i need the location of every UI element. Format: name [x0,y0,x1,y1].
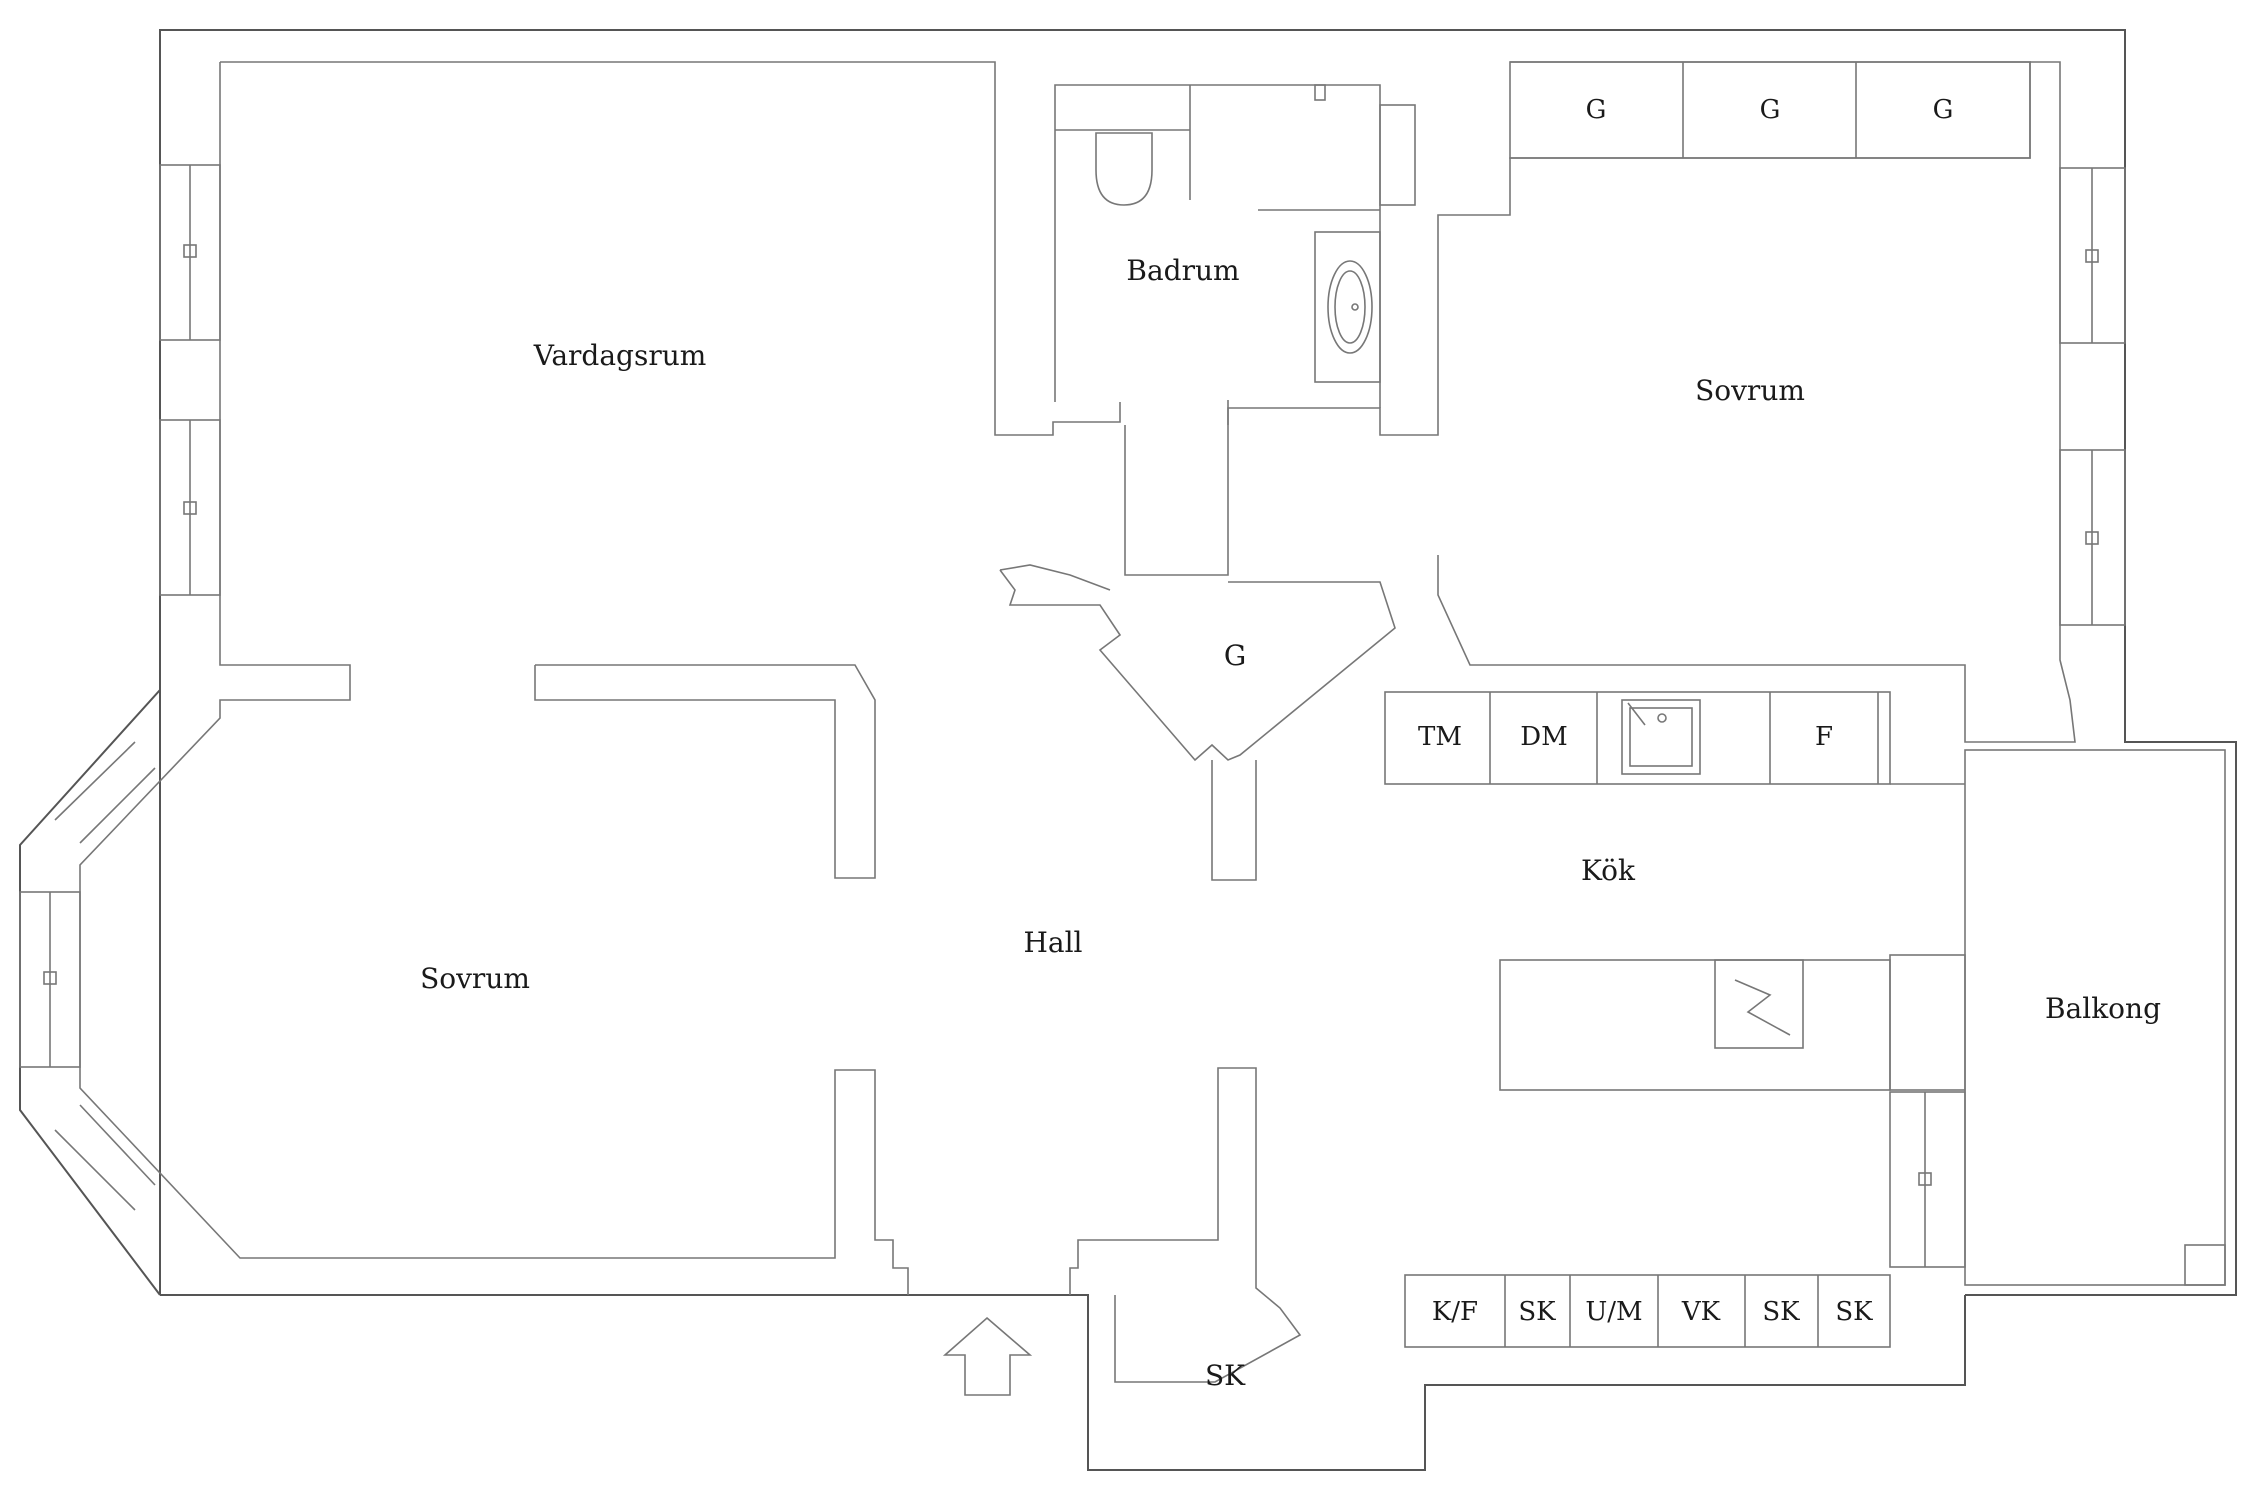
label-cabinet-sk: SK [1762,1297,1800,1327]
label-wardrobe: G [1760,95,1781,125]
shower-fixture-icon [1314,84,1326,101]
label-counter-tm: TM [1418,722,1462,752]
center-closet [999,564,1396,881]
label-cabinet-vk: VK [1681,1297,1721,1327]
windows-right [1889,167,2126,1268]
label-cabinet-sk: SK [1518,1297,1556,1327]
entrance-arrow-icon [942,1316,1033,1396]
label-closet-entry: SK [1205,1359,1246,1392]
sink-icon [1327,260,1373,354]
windows-left [19,164,221,1211]
label-kok: Kök [1581,854,1636,887]
label-cabinet-sk: SK [1835,1297,1873,1327]
label-hall: Hall [1023,926,1082,959]
balcony [1964,749,2226,1286]
label-cabinet-kf: K/F [1432,1297,1478,1327]
label-vardagsrum: Vardagsrum [533,339,707,372]
stove-icon [1714,959,1804,1049]
kitchen-sink-icon [1621,699,1701,775]
label-badrum: Badrum [1126,254,1239,287]
label-cabinet-um: U/M [1585,1297,1642,1327]
label-sovrum-left: Sovrum [420,962,530,995]
outer-walls [19,29,2237,1471]
kitchen-counter [1384,691,1965,785]
label-wardrobe: G [1586,95,1607,125]
label-counter-f: F [1815,722,1833,752]
toilet-icon [1095,132,1153,206]
label-counter-dm: DM [1520,722,1567,752]
kitchen-island [1499,954,1966,1091]
bathroom [1054,84,1416,408]
kitchen-bottom-cabinets [1404,1274,1891,1348]
label-sovrum-right: Sovrum [1695,374,1805,407]
wardrobes-top [1509,61,2031,159]
label-closet-center: G [1224,639,1246,672]
label-wardrobe: G [1933,95,1954,125]
label-balkong: Balkong [2045,992,2161,1025]
